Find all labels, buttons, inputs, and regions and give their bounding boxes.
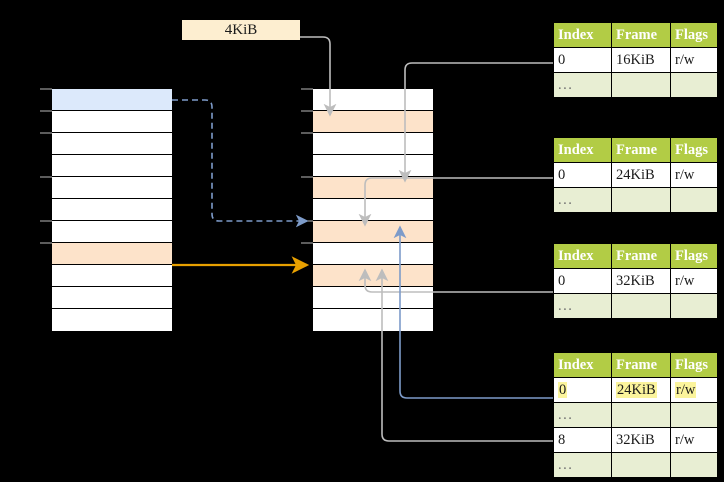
cell-frame bbox=[611, 293, 671, 319]
physical-frame-row-8 bbox=[313, 265, 433, 287]
cell-frame bbox=[611, 72, 671, 98]
column-header-frame: Frame bbox=[611, 22, 671, 48]
physical-frame-row-4 bbox=[313, 177, 433, 199]
cell-index: 0 bbox=[553, 268, 612, 294]
cell-frame bbox=[611, 402, 671, 428]
cell-frame: 24KiB bbox=[611, 162, 671, 188]
frame-size-label: 4KiB bbox=[182, 20, 300, 40]
virtual-page-row-7 bbox=[52, 243, 172, 265]
column-header-flags: Flags bbox=[670, 22, 718, 48]
cell-frame bbox=[611, 187, 671, 213]
cell-flags: r/w bbox=[670, 427, 718, 453]
highlighted-value: r/w bbox=[675, 381, 697, 398]
cell-index: ... bbox=[553, 402, 612, 428]
cell-flags: r/w bbox=[670, 377, 718, 403]
cell-index: ... bbox=[553, 452, 612, 478]
cell-flags: r/w bbox=[670, 47, 718, 73]
left-column-ticks bbox=[40, 88, 52, 244]
virtual-page-row-2 bbox=[52, 133, 172, 155]
cell-index: 8 bbox=[553, 427, 612, 453]
table-row[interactable]: ... bbox=[553, 452, 718, 478]
cell-index: 0 bbox=[553, 377, 612, 403]
virtual-page-row-3 bbox=[52, 155, 172, 177]
column-header-index: Index bbox=[553, 243, 612, 269]
column-header-flags: Flags bbox=[670, 137, 718, 163]
table-row[interactable]: 0 24KiB r/w bbox=[553, 377, 718, 403]
cell-index: 0 bbox=[553, 47, 612, 73]
cell-index: ... bbox=[553, 72, 612, 98]
physical-frame-row-1 bbox=[313, 111, 433, 133]
table-row[interactable]: ... bbox=[553, 402, 718, 428]
column-header-flags: Flags bbox=[670, 352, 718, 378]
table-row[interactable]: ... bbox=[553, 72, 718, 98]
cell-frame: 32KiB bbox=[611, 268, 671, 294]
cell-frame: 32KiB bbox=[611, 427, 671, 453]
cell-flags bbox=[670, 187, 718, 213]
middle-column-ticks bbox=[301, 88, 313, 244]
cell-frame: 24KiB bbox=[611, 377, 671, 403]
physical-frame-row-2 bbox=[313, 133, 433, 155]
cell-frame bbox=[611, 452, 671, 478]
physical-frame-row-9 bbox=[313, 287, 433, 309]
column-header-index: Index bbox=[553, 352, 612, 378]
column-header-frame: Frame bbox=[611, 137, 671, 163]
virtual-page-row-8 bbox=[52, 265, 172, 287]
table-row[interactable]: ... bbox=[553, 187, 718, 213]
physical-frame-row-3 bbox=[313, 155, 433, 177]
cell-index: ... bbox=[553, 293, 612, 319]
cell-flags: r/w bbox=[670, 268, 718, 294]
physical-frame-row-5 bbox=[313, 199, 433, 221]
column-header-index: Index bbox=[553, 22, 612, 48]
cell-index: 0 bbox=[553, 162, 612, 188]
virtual-page-row-10 bbox=[52, 309, 172, 331]
cell-flags bbox=[670, 402, 718, 428]
cell-index: ... bbox=[553, 187, 612, 213]
cell-frame: 16KiB bbox=[611, 47, 671, 73]
column-header-flags: Flags bbox=[670, 243, 718, 269]
column-header-index: Index bbox=[553, 137, 612, 163]
physical-frame-row-6 bbox=[313, 221, 433, 243]
virtual-page-row-6 bbox=[52, 221, 172, 243]
virtual-page-row-1 bbox=[52, 111, 172, 133]
column-header-frame: Frame bbox=[611, 243, 671, 269]
cell-flags bbox=[670, 293, 718, 319]
highlighted-value: 0 bbox=[558, 381, 568, 398]
cell-flags: r/w bbox=[670, 162, 718, 188]
physical-frame-row-7 bbox=[313, 243, 433, 265]
column-header-frame: Frame bbox=[611, 352, 671, 378]
virtual-page-row-4 bbox=[52, 177, 172, 199]
table-row[interactable]: ... bbox=[553, 293, 718, 319]
physical-frame-row-0 bbox=[313, 89, 433, 111]
physical-frame-row-10 bbox=[313, 309, 433, 331]
cell-flags bbox=[670, 72, 718, 98]
virtual-page-row-9 bbox=[52, 287, 172, 309]
virtual-page-row-0 bbox=[52, 89, 172, 111]
highlighted-value: 24KiB bbox=[616, 381, 657, 398]
cell-flags bbox=[670, 452, 718, 478]
virtual-page-row-5 bbox=[52, 199, 172, 221]
left-page0-to-frame-wire bbox=[172, 99, 309, 228]
